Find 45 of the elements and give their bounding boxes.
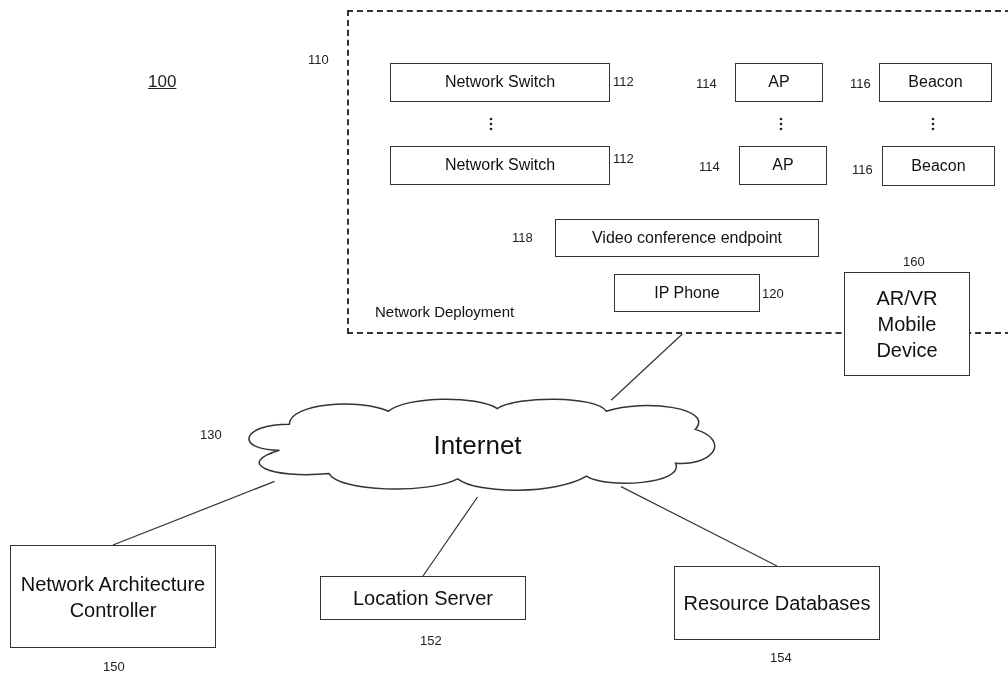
device-box (739, 146, 827, 185)
node-label: Beacon (908, 72, 963, 93)
connector-line (112, 480, 276, 546)
node-label: Network Switch (444, 155, 556, 176)
reference-number: 116 (852, 162, 873, 177)
reference-number: 116 (850, 76, 871, 91)
device-box (390, 146, 610, 185)
device-box (390, 63, 610, 102)
reference-number: 120 (762, 286, 784, 301)
reference-number: 154 (770, 650, 792, 665)
database-box (674, 566, 880, 640)
device-box (879, 63, 992, 102)
node-label: Beacon (911, 155, 966, 176)
reference-number: 150 (103, 659, 125, 674)
node-label: Network Architecture Controller (19, 571, 207, 623)
reference-number: 118 (512, 230, 533, 245)
server-box (320, 576, 526, 620)
device-box (614, 274, 760, 312)
connector-line (422, 496, 479, 577)
node-label: AP (772, 155, 794, 176)
node-label: Video conference endpoint (591, 227, 783, 248)
node-label: Location Server (352, 586, 494, 611)
connector-line (610, 333, 683, 401)
node-label: IP Phone (654, 282, 720, 303)
figure-number: 100 (148, 72, 177, 92)
reference-number: 114 (696, 76, 717, 91)
node-label: Internet (433, 429, 522, 461)
reference-number: 112 (613, 74, 634, 89)
device-box (882, 146, 995, 186)
reference-number: 114 (699, 159, 720, 174)
reference-number: 152 (420, 633, 442, 648)
reference-number: 112 (613, 151, 634, 166)
node-label: Network Switch (444, 72, 556, 93)
controller-box (10, 545, 216, 648)
node-label: Resource Databases (683, 591, 871, 616)
reference-number: 130 (200, 427, 222, 442)
reference-number: 110 (308, 52, 329, 67)
node-label: AR/VR Mobile Device (875, 286, 939, 363)
reference-number: 160 (903, 254, 925, 269)
device-box (735, 63, 823, 102)
device-box (555, 219, 819, 257)
node-label: AP (768, 72, 790, 93)
connector-line (620, 486, 778, 567)
device-box (844, 272, 970, 376)
group-title: Network Deployment (375, 303, 515, 320)
